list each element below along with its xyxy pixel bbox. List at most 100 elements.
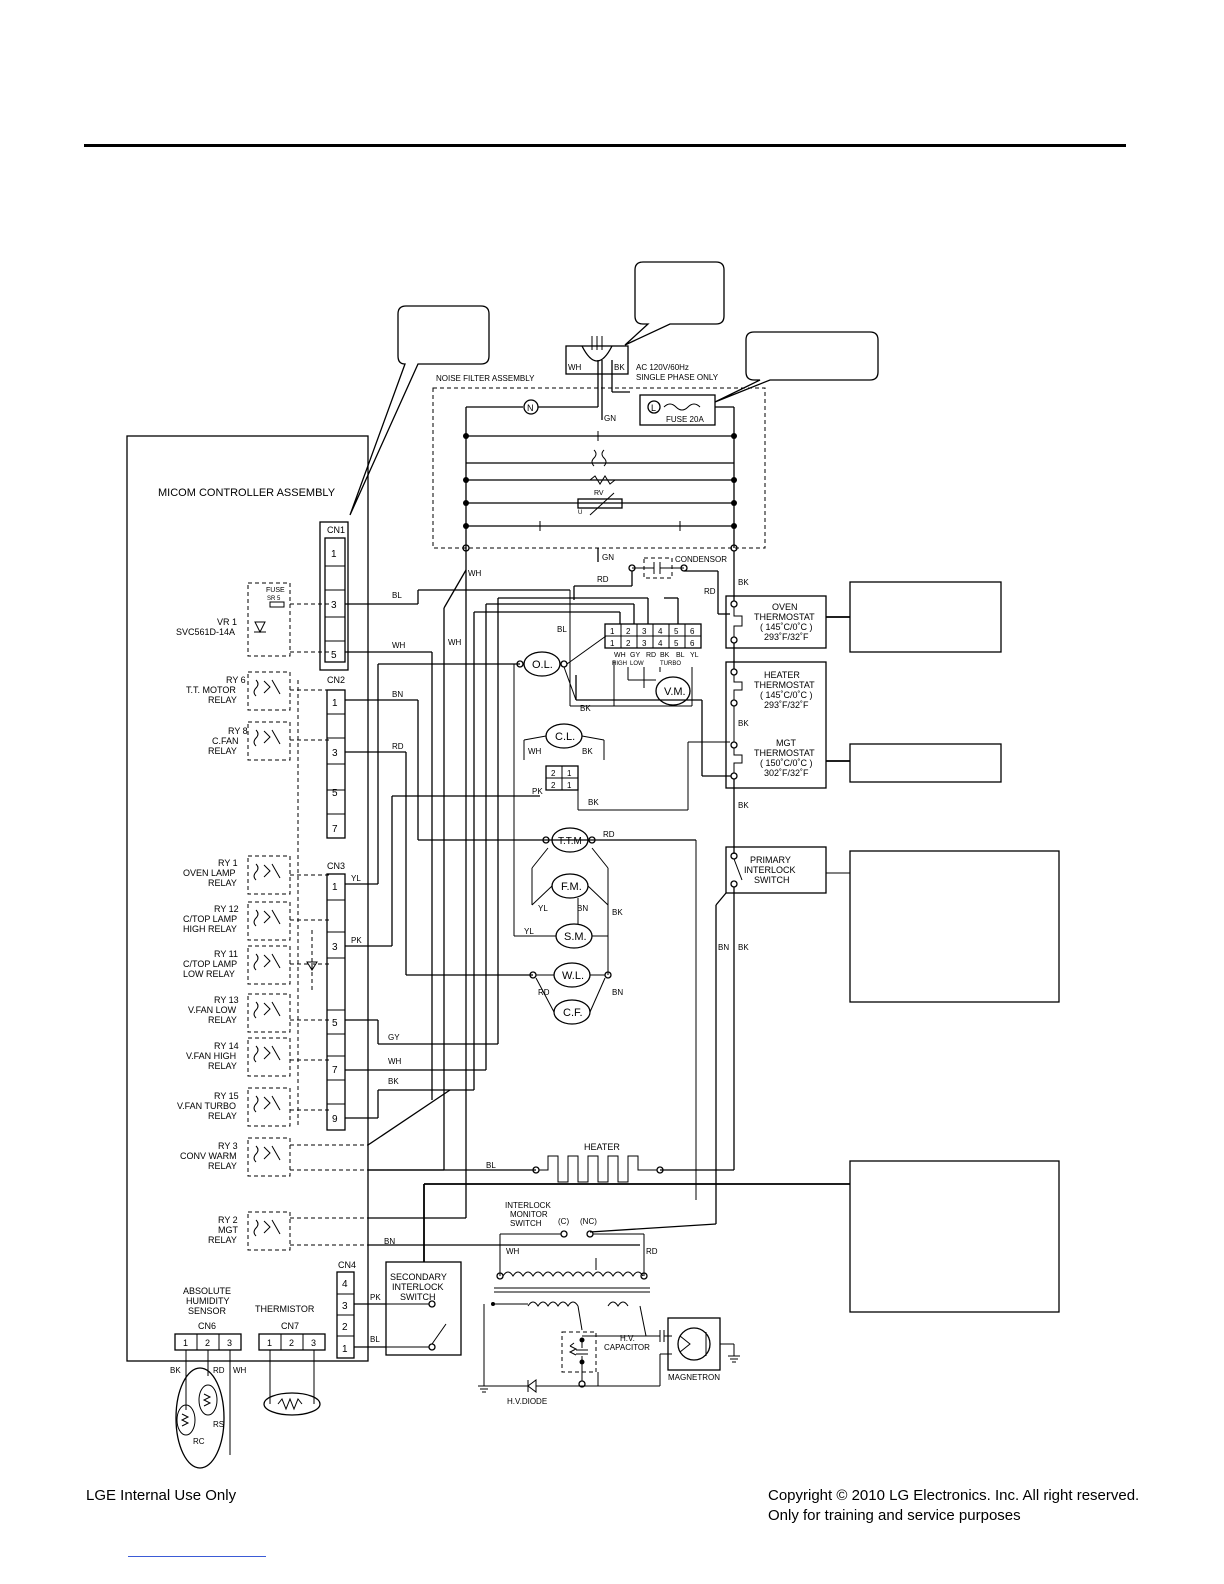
svg-text:BN: BN — [612, 988, 623, 997]
svg-text:CAPACITOR: CAPACITOR — [604, 1343, 650, 1352]
svg-text:BN: BN — [392, 690, 403, 699]
note-box-primary — [849, 850, 1060, 1003]
svg-text:HEATER: HEATER — [584, 1142, 620, 1152]
svg-text:CN4: CN4 — [338, 1260, 356, 1270]
svg-text:GN: GN — [604, 414, 616, 423]
overload-ol: O.L. BK BL — [516, 625, 607, 713]
svg-text:CN6: CN6 — [198, 1321, 216, 1331]
svg-text:N: N — [527, 403, 534, 413]
svg-text:RY 12: RY 12 — [214, 904, 239, 914]
svg-text:SVC561D-14A: SVC561D-14A — [176, 627, 235, 637]
svg-text:WH: WH — [388, 1057, 402, 1066]
relay-ry12: RY 12 C/TOP LAMP HIGH RELAY — [183, 901, 291, 941]
svg-text:MONITOR: MONITOR — [510, 1210, 548, 1219]
svg-text:S.M.: S.M. — [564, 931, 587, 943]
svg-text:ABSOLUTE: ABSOLUTE — [183, 1286, 231, 1296]
svg-text:CN1: CN1 — [327, 525, 345, 535]
svg-text:WH: WH — [233, 1366, 247, 1375]
svg-text:C/TOP LAMP: C/TOP LAMP — [183, 914, 237, 924]
header-rule — [84, 144, 1126, 147]
svg-text:RV: RV — [594, 490, 604, 497]
svg-text:BK: BK — [170, 1366, 181, 1375]
svg-text:1: 1 — [332, 698, 338, 709]
svg-text:YL: YL — [524, 927, 534, 936]
svg-text:WH: WH — [468, 569, 482, 578]
svg-text:CN7: CN7 — [281, 1321, 299, 1331]
relay-ry13: RY 13 V.FAN LOW RELAY — [188, 993, 291, 1033]
svg-text:2: 2 — [626, 639, 631, 648]
svg-text:CONV WARM: CONV WARM — [180, 1151, 237, 1161]
svg-text:RELAY: RELAY — [208, 695, 237, 705]
svg-text:HUMIDITY: HUMIDITY — [186, 1296, 230, 1306]
svg-text:SWITCH: SWITCH — [400, 1292, 436, 1302]
svg-text:OVEN LAMP: OVEN LAMP — [183, 868, 236, 878]
svg-text:RELAY: RELAY — [208, 1235, 237, 1245]
svg-text:1: 1 — [331, 549, 337, 560]
svg-text:GY: GY — [630, 652, 640, 659]
svg-text:BK: BK — [660, 652, 670, 659]
svg-text:FUSE: FUSE — [266, 587, 285, 594]
noise-filter-assembly: NOISE FILTER ASSEMBLY N GN L FUSE 20A RV — [432, 360, 766, 562]
thermistor — [263, 1350, 321, 1416]
svg-text:RY 14: RY 14 — [214, 1041, 239, 1051]
svg-text:RD: RD — [646, 652, 656, 659]
svg-text:3: 3 — [332, 748, 338, 759]
svg-text:2: 2 — [342, 1322, 348, 1333]
relay-ry14: RY 14 V.FAN HIGH RELAY — [186, 1037, 291, 1077]
svg-text:C.F.: C.F. — [563, 1007, 583, 1019]
bottom-link-line[interactable] — [128, 1556, 266, 1557]
svg-text:SENSOR: SENSOR — [188, 1306, 227, 1316]
svg-text:WH: WH — [506, 1247, 520, 1256]
svg-text:BK: BK — [614, 363, 625, 372]
svg-text:BK: BK — [612, 908, 623, 917]
svg-text:BN: BN — [384, 1237, 395, 1246]
wave-lamp-wl: W.L. RD BN — [529, 962, 623, 1013]
vm-connector: 1 2 3 4 5 6 1 2 3 4 5 6 WH GY RD BK BL Y… — [569, 590, 702, 707]
svg-text:INTERLOCK: INTERLOCK — [392, 1282, 444, 1292]
heater-thermostat-mgt: HEATER THERMOSTAT ( 145˚C/0˚C ) 293˚F/32… — [725, 661, 827, 789]
svg-text:MAGNETRON: MAGNETRON — [668, 1373, 720, 1382]
svg-text:2: 2 — [551, 781, 556, 790]
svg-text:INTERLOCK: INTERLOCK — [744, 865, 796, 875]
svg-text:PRIMARY: PRIMARY — [750, 855, 791, 865]
svg-text:RD: RD — [646, 1247, 658, 1256]
svg-text:WH: WH — [448, 638, 462, 647]
svg-text:HIGH RELAY: HIGH RELAY — [183, 924, 237, 934]
svg-text:YL: YL — [538, 904, 548, 913]
svg-text:3: 3 — [332, 942, 338, 953]
svg-text:5: 5 — [332, 1018, 338, 1029]
svg-text:5: 5 — [332, 788, 338, 799]
svg-text:RS: RS — [213, 1420, 224, 1429]
svg-text:302˚F/32˚F: 302˚F/32˚F — [764, 768, 809, 778]
svg-text:LOW RELAY: LOW RELAY — [183, 969, 235, 979]
svg-text:3: 3 — [642, 627, 647, 636]
svg-text:BL: BL — [486, 1161, 496, 1170]
svg-text:1: 1 — [610, 627, 615, 636]
svg-text:BK: BK — [582, 747, 593, 756]
svg-text:SR 5: SR 5 — [267, 596, 281, 602]
svg-text:(C): (C) — [558, 1217, 569, 1226]
hv-transformer — [478, 1258, 650, 1393]
svg-text:GY: GY — [388, 1033, 400, 1042]
relay-ry8: RY 8 C.FAN RELAY — [208, 721, 291, 761]
note-box-heater — [849, 1160, 1060, 1313]
svg-text:RY 13: RY 13 — [214, 995, 239, 1005]
svg-text:MGT: MGT — [776, 738, 796, 748]
oven-thermostat: OVEN THERMOSTAT ( 145˚C/0˚C ) 293˚F/32˚F — [725, 595, 827, 649]
svg-text:TURBO: TURBO — [660, 661, 681, 667]
svg-text:F.M.: F.M. — [561, 881, 582, 893]
relay-ry3: RY 3 CONV WARM RELAY — [180, 1137, 291, 1177]
svg-text:RELAY: RELAY — [208, 878, 237, 888]
svg-text:RELAY: RELAY — [208, 1111, 237, 1121]
svg-text:3: 3 — [342, 1301, 348, 1312]
svg-text:CONDENSOR: CONDENSOR — [675, 555, 727, 564]
svg-text:3: 3 — [311, 1338, 316, 1348]
svg-text:V.FAN TURBO: V.FAN TURBO — [177, 1101, 236, 1111]
svg-text:HIGH: HIGH — [612, 661, 627, 667]
svg-text:BN: BN — [577, 904, 588, 913]
svg-text:RD: RD — [538, 988, 550, 997]
svg-text:7: 7 — [332, 1065, 338, 1076]
svg-text:SWITCH: SWITCH — [510, 1219, 542, 1228]
svg-text:HEATER: HEATER — [764, 670, 800, 680]
svg-text:AC 120V/60Hz: AC 120V/60Hz — [636, 363, 689, 372]
